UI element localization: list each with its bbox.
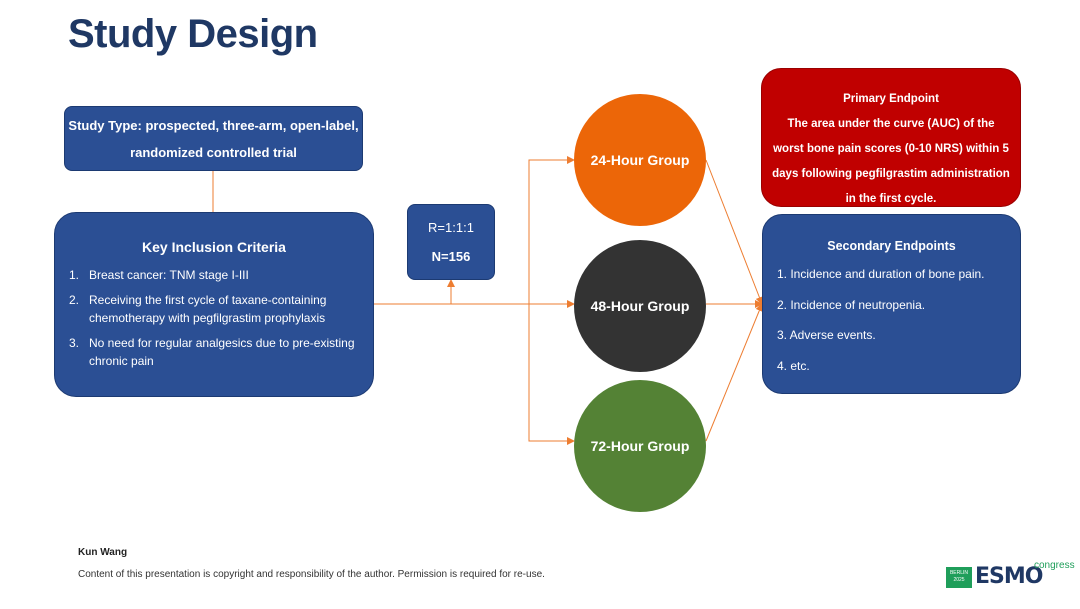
primary-endpoint-box: Primary Endpoint The area under the curv…	[761, 68, 1021, 207]
primary-endpoint-line1: The area under the curve (AUC) of the	[787, 118, 995, 130]
logo-brand: ESMO	[975, 564, 1043, 589]
inclusion-item: 1. Breast cancer: TNM stage I-III	[69, 266, 359, 284]
primary-endpoint-line3: days following pegfilgrastim administrat…	[772, 168, 1010, 180]
randomization-box: R=1:1:1 N=156	[407, 204, 495, 280]
group-72h-circle: 72-Hour Group	[574, 380, 706, 512]
arrow-72h-to-endpoints	[705, 303, 764, 442]
secondary-endpoint-item: 4. etc.	[777, 358, 810, 373]
secondary-endpoint-item: 2. Incidence of neutropenia.	[777, 297, 926, 312]
inclusion-item-text: Receiving the first cycle of taxane-cont…	[89, 293, 327, 325]
copyright-notice: Content of this presentation is copyrigh…	[78, 569, 545, 580]
primary-endpoint-line2: worst bone pain scores (0-10 NRS) within…	[773, 143, 1009, 155]
secondary-endpoint-item: 3. Adverse events.	[777, 328, 876, 342]
inclusion-item-text: Breast cancer: TNM stage I-III	[89, 268, 249, 282]
study-type-line1: Study Type: prospected, three-arm, open-…	[68, 117, 359, 133]
page-title: Study Design	[68, 12, 318, 56]
esmo-congress-logo: BERLIN 2025 ESMO congress	[946, 560, 1075, 590]
primary-endpoint-header: Primary Endpoint	[843, 93, 939, 105]
inclusion-criteria-box: Key Inclusion Criteria 1. Breast cancer:…	[54, 212, 374, 397]
secondary-endpoints-header: Secondary Endpoints	[827, 239, 956, 253]
inclusion-item-number: 3.	[69, 336, 80, 350]
logo-city-badge: BERLIN 2025	[946, 567, 972, 588]
secondary-endpoint-item: 1. Incidence and duration of bone pain.	[777, 267, 985, 281]
inclusion-item: 3. No need for regular analgesics due to…	[69, 334, 359, 370]
author-name: Kun Wang	[78, 547, 128, 558]
study-type-line2: randomized controlled trial	[130, 144, 297, 160]
logo-suffix: congress	[1034, 560, 1075, 571]
group-72h-label: 72-Hour Group	[590, 438, 690, 454]
arrow-24h-to-endpoints	[705, 159, 764, 305]
group-24h-label: 24-Hour Group	[590, 152, 690, 168]
study-type-box: Study Type: prospected, three-arm, open-…	[64, 106, 363, 171]
inclusion-item-text: No need for regular analgesics due to pr…	[89, 336, 355, 368]
inclusion-item-number: 1.	[69, 268, 80, 282]
group-24h-circle: 24-Hour Group	[574, 94, 706, 226]
logo-city: BERLIN	[949, 570, 969, 576]
secondary-endpoints-list: 1. Incidence and duration of bone pain. …	[777, 265, 1006, 375]
inclusion-header: Key Inclusion Criteria	[142, 239, 286, 255]
inclusion-list: 1. Breast cancer: TNM stage I-III 2. Rec…	[69, 266, 359, 370]
branch-to-24h	[528, 156, 575, 304]
inclusion-item: 2. Receiving the first cycle of taxane-c…	[69, 291, 359, 327]
group-48h-circle: 48-Hour Group	[574, 240, 706, 372]
logo-year: 2025	[953, 577, 965, 583]
sample-size: N=156	[431, 249, 471, 264]
inclusion-item-number: 2.	[69, 293, 80, 307]
secondary-endpoints-box: Secondary Endpoints 1. Incidence and dur…	[762, 214, 1021, 394]
randomization-ratio: R=1:1:1	[428, 220, 474, 235]
primary-endpoint-line4: in the first cycle.	[845, 193, 937, 205]
group-48h-label: 48-Hour Group	[590, 298, 690, 314]
branch-to-72h	[528, 304, 575, 445]
